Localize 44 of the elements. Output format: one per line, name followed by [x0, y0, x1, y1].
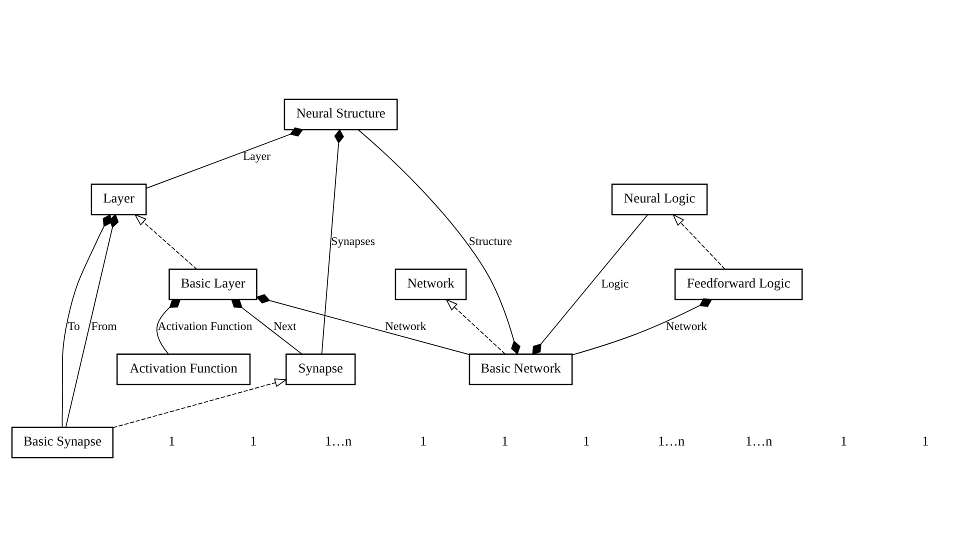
node-box: Network [394, 268, 467, 300]
arrow [112, 378, 288, 428]
label: 1…n [658, 433, 685, 448]
connector [256, 294, 470, 354]
edge-label: Network [666, 319, 708, 332]
node-box: Basic Layer [168, 268, 258, 300]
label: 1 [840, 433, 848, 448]
label: 1…n [324, 433, 352, 448]
arrow [445, 298, 506, 354]
node-box: Activation Function [116, 353, 251, 385]
edge-label: Network [384, 319, 426, 332]
node-box: Layer [90, 183, 147, 215]
arrow [134, 213, 198, 270]
edge-label: From [91, 319, 117, 332]
node-box: Neural Structure [284, 98, 398, 130]
label: 1 [250, 433, 257, 448]
edge-label: Logic [601, 277, 629, 290]
connector [62, 214, 112, 428]
label: 1 [420, 433, 427, 448]
node-box: Synapse [286, 353, 356, 385]
label: 1 [583, 433, 590, 448]
connector [231, 298, 303, 354]
edge-label: Next [273, 319, 296, 332]
label: 1…n [745, 433, 772, 448]
edge-label: To [68, 319, 80, 332]
connector [146, 126, 304, 188]
connector [321, 128, 344, 354]
connector [65, 213, 119, 428]
label: 1 [922, 433, 929, 448]
edge-label: Synapses [331, 234, 375, 248]
node-box: Neural Logic [611, 183, 708, 215]
node-box: Basic Network [468, 353, 573, 385]
edge-label: Structure [468, 234, 512, 248]
node-box: Feedforward Logic [674, 268, 803, 300]
connector [572, 298, 712, 355]
edge-label: Activation Function [158, 319, 252, 332]
connector [532, 214, 648, 354]
label: 1 [168, 433, 176, 448]
arrow [672, 213, 726, 269]
connector [156, 298, 181, 354]
label: 1 [501, 433, 508, 448]
node-box: Basic Synapse [11, 426, 114, 458]
edge-label: Layer [242, 150, 270, 163]
connector [358, 128, 520, 354]
